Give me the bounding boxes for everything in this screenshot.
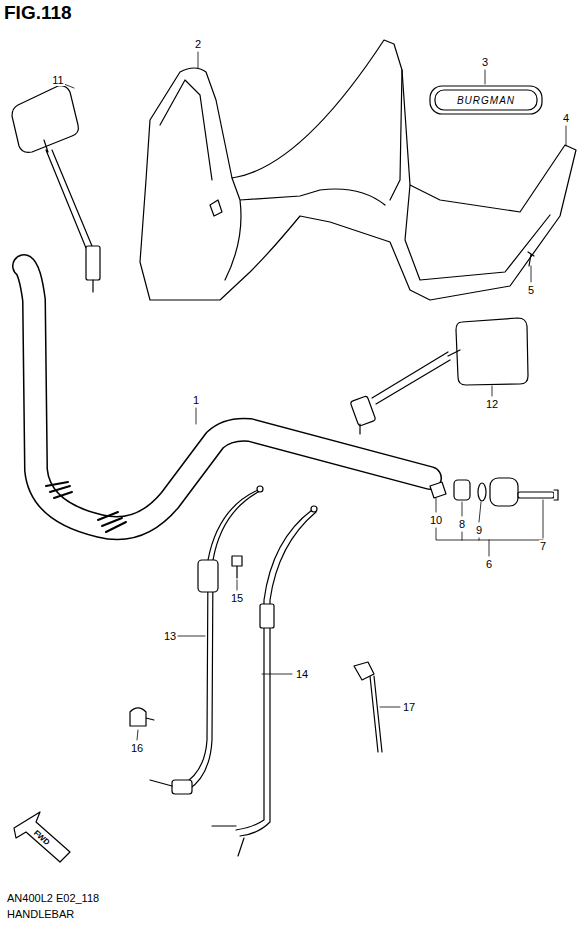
cable-clamp (130, 708, 154, 726)
cover-panel (140, 40, 576, 300)
callout-number: 17 (402, 701, 416, 713)
cable-tie (354, 662, 382, 752)
caption-text: HANDLEBAR (6, 908, 75, 920)
callout-number: 16 (130, 742, 144, 754)
cover-detail (160, 70, 550, 280)
callout-number: 12 (485, 398, 499, 410)
callout-number: 6 (485, 558, 493, 570)
emblem-inner (435, 90, 537, 110)
caption-text: AN400L2 E02_118 (6, 892, 100, 904)
cover-tab (210, 200, 222, 216)
direction-text: FWD (30, 828, 51, 848)
callout-number: 15 (230, 592, 244, 604)
leader-lines (64, 52, 566, 740)
figure-title: FIG.118 (4, 2, 72, 24)
emblem-plate (430, 86, 542, 114)
mirror-right (350, 318, 528, 434)
callout-number: 5 (527, 284, 535, 296)
callout-number: 8 (458, 518, 466, 530)
grip-knurl (46, 482, 126, 532)
callout-number: 9 (475, 524, 483, 536)
throttle-cable (150, 486, 263, 794)
callout-number: 2 (194, 38, 202, 50)
bolt (232, 556, 242, 578)
screw (528, 252, 534, 266)
callout-number: 7 (539, 540, 547, 552)
emblem-text: BURGMAN (456, 95, 516, 106)
bar-end-parts (430, 478, 558, 506)
callout-number: 13 (163, 630, 177, 642)
callout-number: 3 (481, 56, 489, 68)
callout-number: 4 (562, 112, 570, 124)
callout-number: 11 (51, 74, 64, 86)
throttle-cable-2 (212, 506, 317, 856)
callout-number: 14 (295, 668, 309, 680)
callout-number: 10 (429, 514, 443, 526)
handlebar-outline (24, 266, 430, 528)
callout-number: 1 (192, 394, 200, 406)
handlebar-tube (24, 266, 430, 528)
fwd-arrow (14, 812, 70, 862)
